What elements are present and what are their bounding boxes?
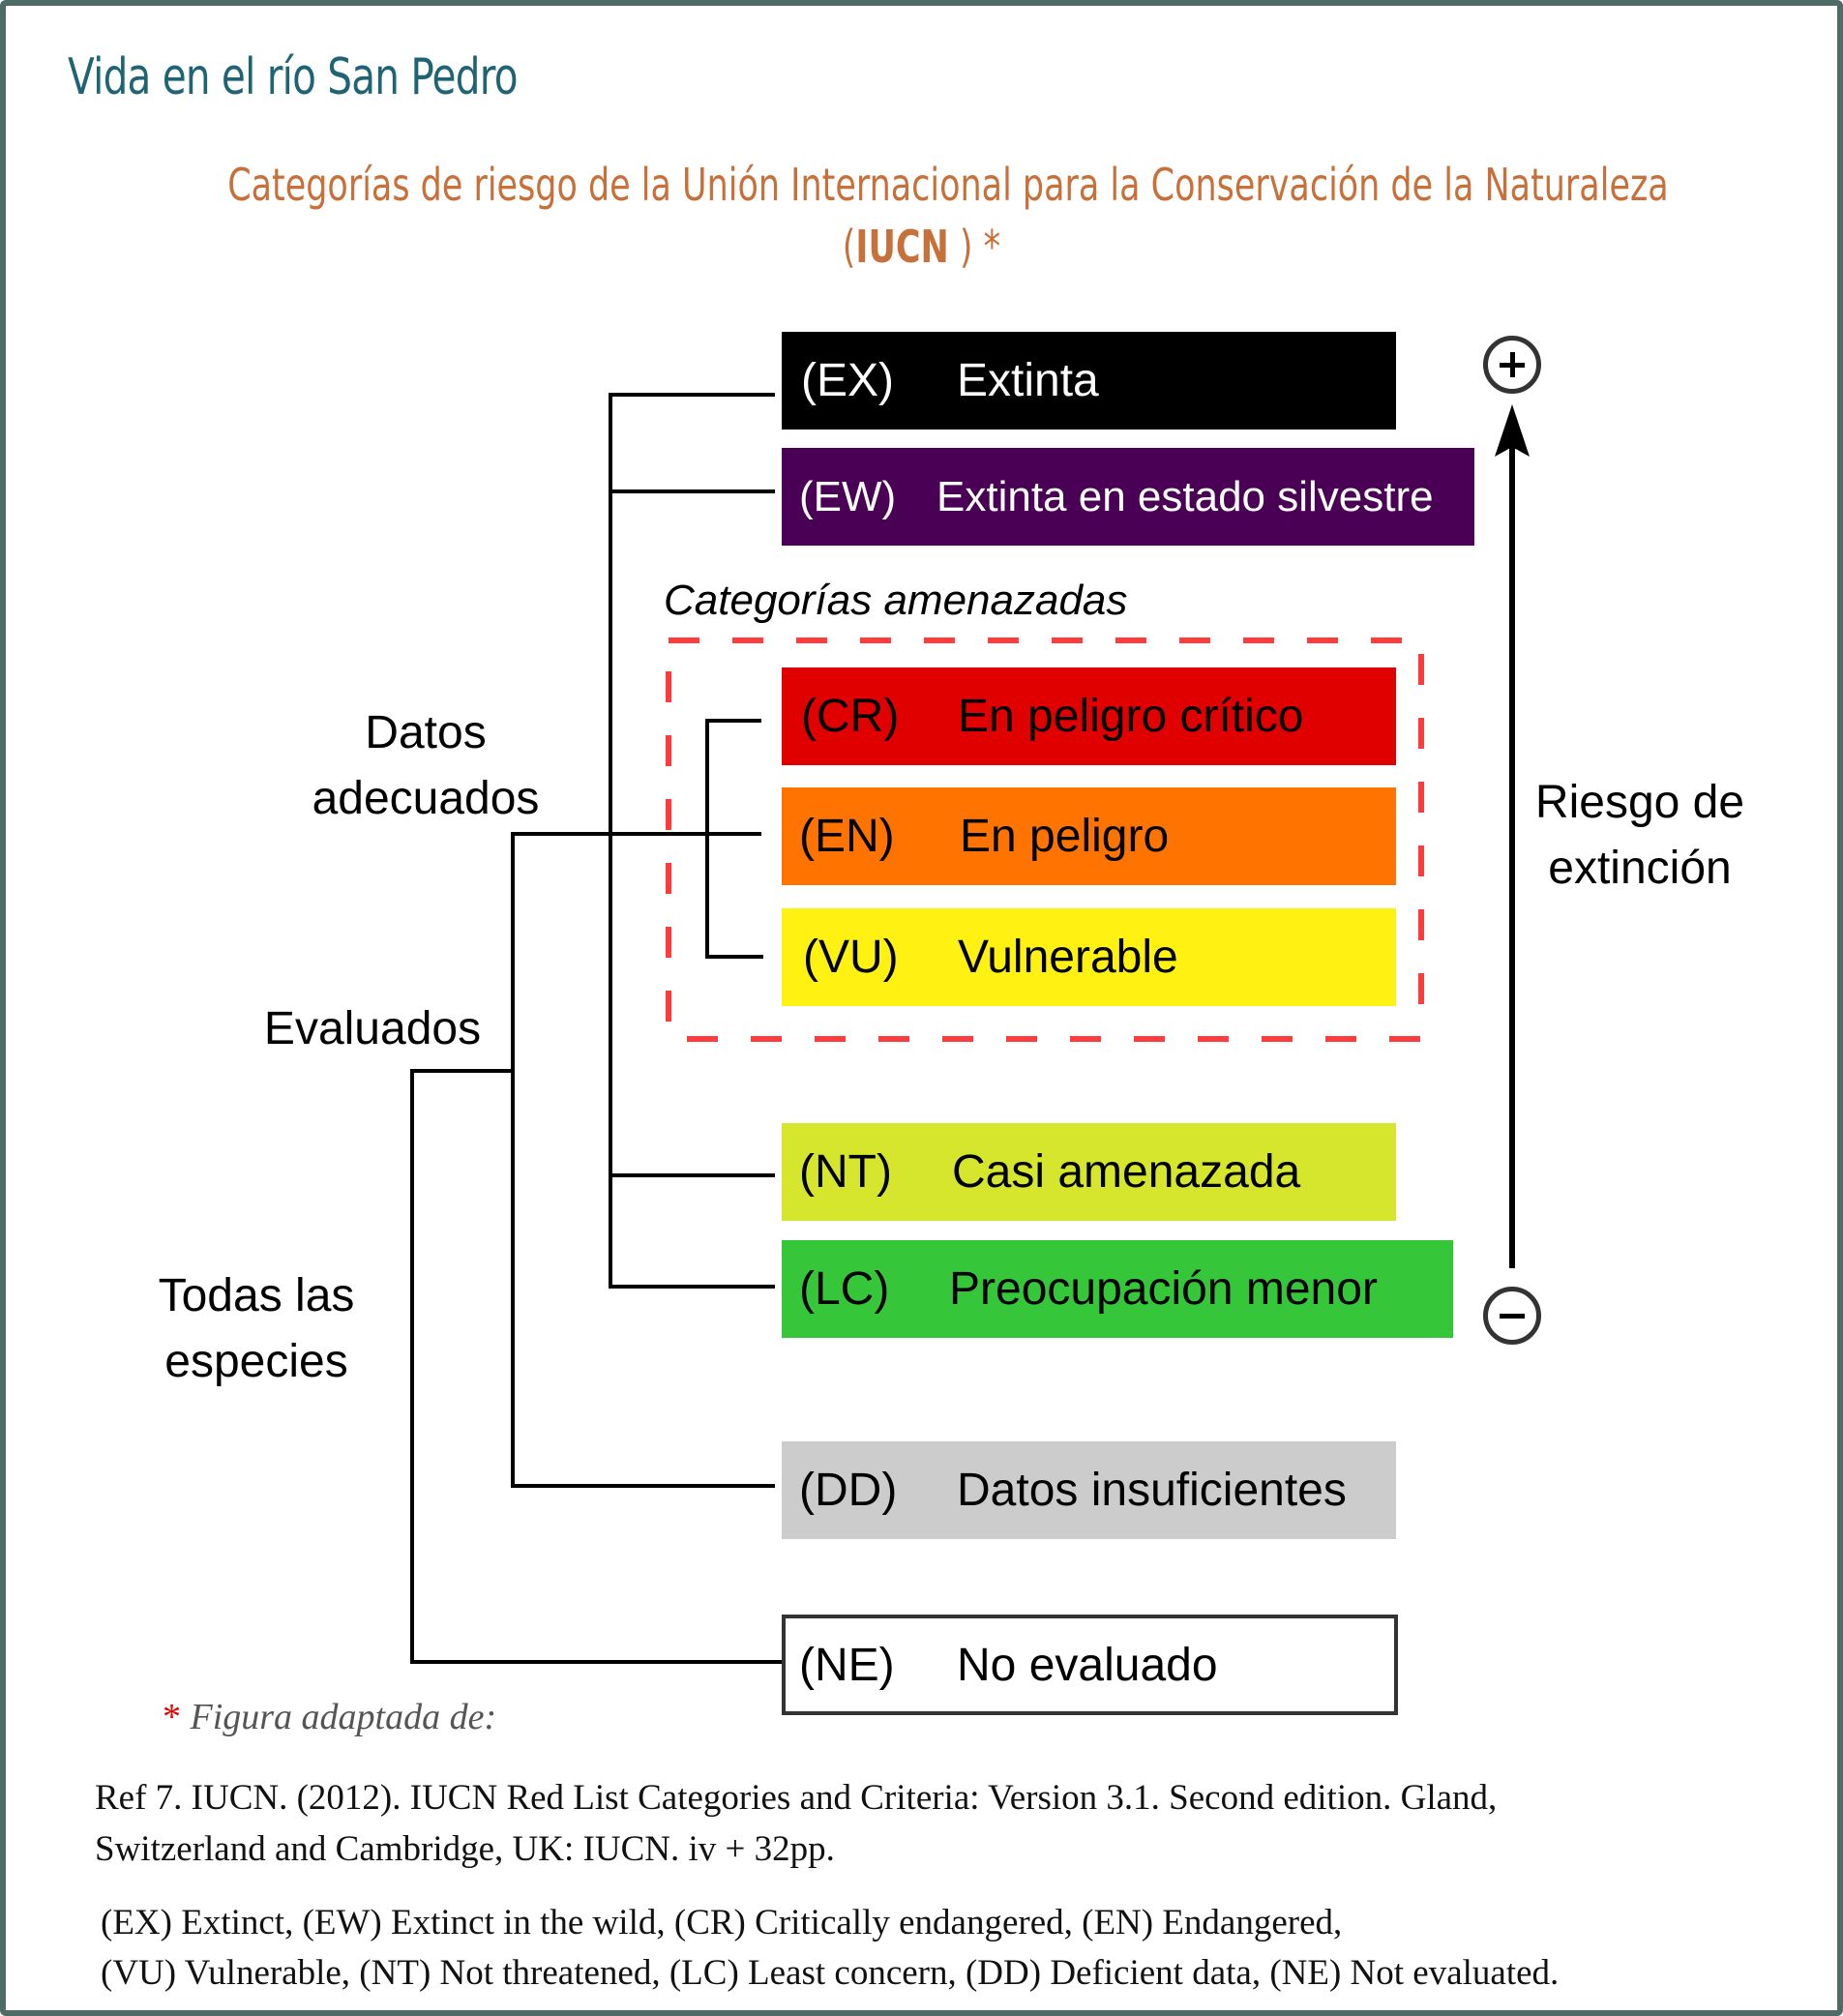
- category-label: En peligro: [960, 811, 1170, 862]
- tree-line-cr: [705, 719, 761, 723]
- page-title: Vida en el río San Pedro: [68, 48, 519, 106]
- threatened-box-right: [1418, 654, 1424, 1037]
- iucn-acronym: IUCN: [855, 221, 949, 273]
- plus-icon: [1483, 336, 1541, 394]
- category-code: (VU): [803, 932, 899, 983]
- category-label: En peligro crítico: [958, 691, 1304, 742]
- group-label-evaluated: Evaluados: [263, 1003, 482, 1054]
- group-label-adequate-data: Datos adecuados: [312, 707, 540, 824]
- tree-line-nt: [609, 1173, 775, 1177]
- category-label: Extinta en estado silvestre: [936, 472, 1434, 520]
- category-vu: (VU) Vulnerable: [782, 908, 1396, 1006]
- figure-source-note: * Figura adaptada de:: [163, 1697, 497, 1737]
- category-ew: (EW) Extinta en estado silvestre: [782, 448, 1474, 546]
- category-code: (NT): [799, 1146, 892, 1198]
- category-label: Vulnerable: [958, 932, 1178, 983]
- tree-line-vu: [705, 955, 763, 959]
- paren-open: (: [842, 221, 856, 273]
- category-code: (LC): [799, 1263, 890, 1315]
- category-nt: (NT) Casi amenazada: [782, 1123, 1396, 1221]
- category-label: Datos insuficientes: [957, 1465, 1347, 1516]
- category-cr: (CR) En peligro crítico: [782, 667, 1396, 765]
- tree-line-ex: [609, 393, 775, 397]
- tree-line-adequate-vertical: [609, 393, 612, 1289]
- tree-line-evaluated: [410, 1069, 515, 1073]
- arrow-up-icon: [1495, 404, 1530, 1268]
- category-label: No evaluado: [957, 1639, 1218, 1691]
- category-code: (EX): [801, 355, 894, 406]
- tree-line-dd: [511, 1484, 775, 1488]
- category-en: (EN) En peligro: [782, 787, 1396, 885]
- tree-line-lc: [609, 1285, 775, 1289]
- category-code: (NE): [799, 1639, 895, 1691]
- tree-line-en: [511, 832, 761, 836]
- tree-line-all-vertical: [410, 1069, 414, 1664]
- threatened-heading: Categorías amenazadas: [664, 577, 1128, 624]
- category-label: Extinta: [957, 355, 1099, 406]
- tree-line-ew: [609, 489, 775, 493]
- tree-line-evaluated-vertical: [511, 832, 515, 1488]
- risk-axis-label: Riesgo de extinción: [1534, 777, 1745, 894]
- category-ne: (NE) No evaluado: [782, 1615, 1398, 1715]
- paren-close-asterisk: ) *: [948, 221, 1001, 273]
- subtitle-line-1: Categorías de riesgo de la Unión Interna…: [227, 159, 1669, 211]
- subtitle: Categorías de riesgo de la Unión Interna…: [0, 159, 1843, 211]
- category-code: (EN): [799, 811, 895, 862]
- category-label: Casi amenazada: [952, 1146, 1301, 1198]
- asterisk-icon: *: [163, 1697, 181, 1737]
- category-code: (EW): [799, 472, 897, 520]
- category-code: (DD): [799, 1465, 898, 1516]
- tree-line-threatened-vertical: [705, 719, 709, 959]
- threatened-box-top: [669, 637, 1424, 643]
- threatened-box-left: [666, 671, 671, 1037]
- category-ex: (EX) Extinta: [782, 332, 1396, 430]
- category-lc: (LC) Preocupación menor: [782, 1240, 1453, 1338]
- group-label-all-species: Todas las especies: [158, 1270, 355, 1387]
- abbreviation-legend: (EX) Extinct, (EW) Extinct in the wild, …: [101, 1903, 1560, 1993]
- reference-citation: Ref 7. IUCN. (2012). IUCN Red List Categ…: [95, 1778, 1498, 1869]
- category-dd: (DD) Datos insuficientes: [782, 1441, 1396, 1539]
- tree-line-ne: [410, 1660, 782, 1664]
- category-code: (CR): [801, 691, 900, 742]
- threatened-box-bottom: [687, 1036, 1424, 1042]
- minus-icon: [1483, 1287, 1541, 1345]
- subtitle-acronym-line: (IUCN ) *: [0, 221, 1843, 273]
- category-label: Preocupación menor: [949, 1263, 1378, 1315]
